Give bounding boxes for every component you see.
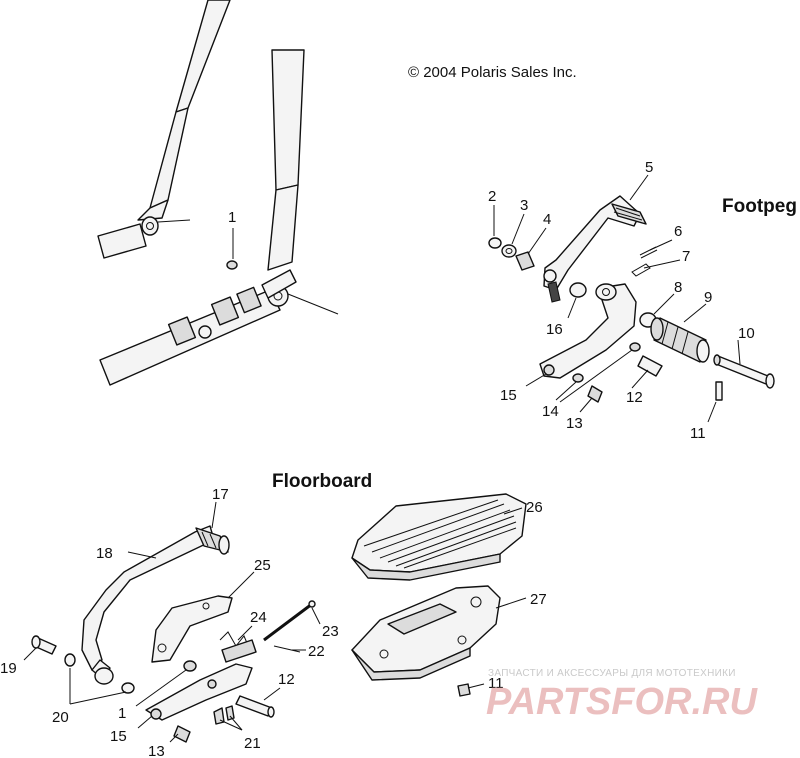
callout-fb-1: 1 bbox=[118, 705, 126, 722]
section-heading-footpeg: Footpeg bbox=[722, 196, 797, 217]
callout-fb-21: 21 bbox=[244, 735, 261, 752]
frame-tubes bbox=[97, 0, 339, 386]
copyright-notice: © 2004 Polaris Sales Inc. bbox=[408, 64, 577, 81]
callout-fp-4: 4 bbox=[543, 211, 551, 228]
callout-fp-12: 12 bbox=[626, 389, 643, 406]
watermark-tagline: ЗАПЧАСТИ И АКСЕССУАРЫ ДЛЯ МОТОТЕХНИКИ bbox=[488, 668, 736, 679]
callout-frame-1: 1 bbox=[228, 209, 236, 226]
callout-fp-8: 8 bbox=[674, 279, 682, 296]
callout-fp-6: 6 bbox=[674, 223, 682, 240]
snap-ring-part bbox=[488, 237, 502, 249]
callout-fp-13: 13 bbox=[566, 415, 583, 432]
callout-fb-26: 26 bbox=[526, 499, 543, 516]
footpeg-bracket-part bbox=[539, 283, 637, 379]
callout-fb-18: 18 bbox=[96, 545, 113, 562]
floorboard-arm-part bbox=[145, 663, 253, 721]
callout-fp-10: 10 bbox=[738, 325, 755, 342]
pivot-pin-part bbox=[715, 355, 769, 385]
callout-fp-7: 7 bbox=[682, 248, 690, 265]
callout-fb-17: 17 bbox=[212, 486, 229, 503]
callout-fp-3: 3 bbox=[520, 197, 528, 214]
floorboard-base-part bbox=[351, 585, 501, 673]
section-heading-floorboard: Floorboard bbox=[272, 471, 372, 492]
callout-fp-2: 2 bbox=[488, 188, 496, 205]
watermark-logo: PARTSFOR.RU bbox=[486, 681, 758, 723]
callout-fp-15: 15 bbox=[500, 387, 517, 404]
footpeg-assembly bbox=[488, 195, 775, 403]
leader-lines bbox=[23, 174, 741, 743]
callout-fp-11: 11 bbox=[690, 425, 706, 442]
bushing-part bbox=[515, 251, 535, 271]
callout-fb-11: 11 bbox=[488, 675, 504, 692]
washer-part bbox=[501, 244, 517, 258]
callout-fb-25: 25 bbox=[254, 557, 271, 574]
callout-fb-20: 20 bbox=[52, 709, 69, 726]
callout-fb-23: 23 bbox=[322, 623, 339, 640]
floorboard-bracket-part bbox=[151, 595, 233, 663]
callout-fb-24: 24 bbox=[250, 609, 267, 626]
callout-fb-15: 15 bbox=[110, 728, 127, 745]
callout-fb-22: 22 bbox=[308, 643, 325, 660]
callout-fb-13: 13 bbox=[148, 743, 165, 758]
callout-fb-27: 27 bbox=[530, 591, 547, 608]
callout-fb-12: 12 bbox=[278, 671, 295, 688]
callout-fp-5: 5 bbox=[645, 159, 653, 176]
callout-fp-14: 14 bbox=[542, 403, 559, 420]
callout-fb-19: 19 bbox=[0, 660, 17, 677]
floorboard-assembly bbox=[31, 493, 527, 743]
callout-fp-16: 16 bbox=[546, 321, 563, 338]
callout-fp-9: 9 bbox=[704, 289, 712, 306]
